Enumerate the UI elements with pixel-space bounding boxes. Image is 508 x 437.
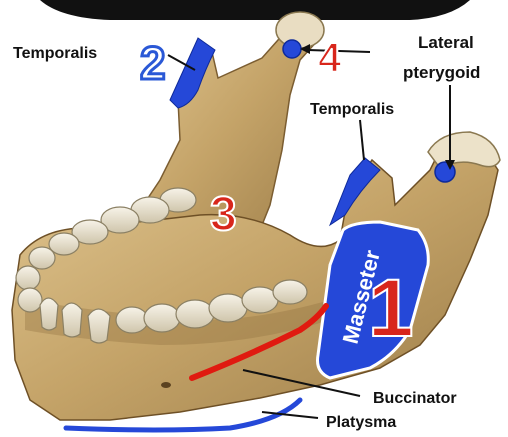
- mental-foramen: [161, 382, 171, 388]
- top-border-arc: [40, 0, 470, 20]
- platysma-label: Platysma: [326, 414, 396, 431]
- left-condyle: [276, 12, 324, 48]
- number-4: 4: [318, 34, 342, 81]
- right-condyle: [428, 132, 500, 168]
- lateral-pterygoid-label-line2: pterygoid: [403, 63, 480, 82]
- lateral-pterygoid-dot-left: [283, 40, 301, 58]
- number-3: 3: [210, 188, 237, 241]
- buccinator-label: Buccinator: [373, 390, 457, 407]
- temporalis-left-label: Temporalis: [13, 45, 97, 62]
- lateral-pterygoid-label-line1: Lateral: [418, 33, 474, 52]
- temporalis-right-label: Temporalis: [310, 101, 394, 118]
- number-2: 2: [140, 37, 166, 89]
